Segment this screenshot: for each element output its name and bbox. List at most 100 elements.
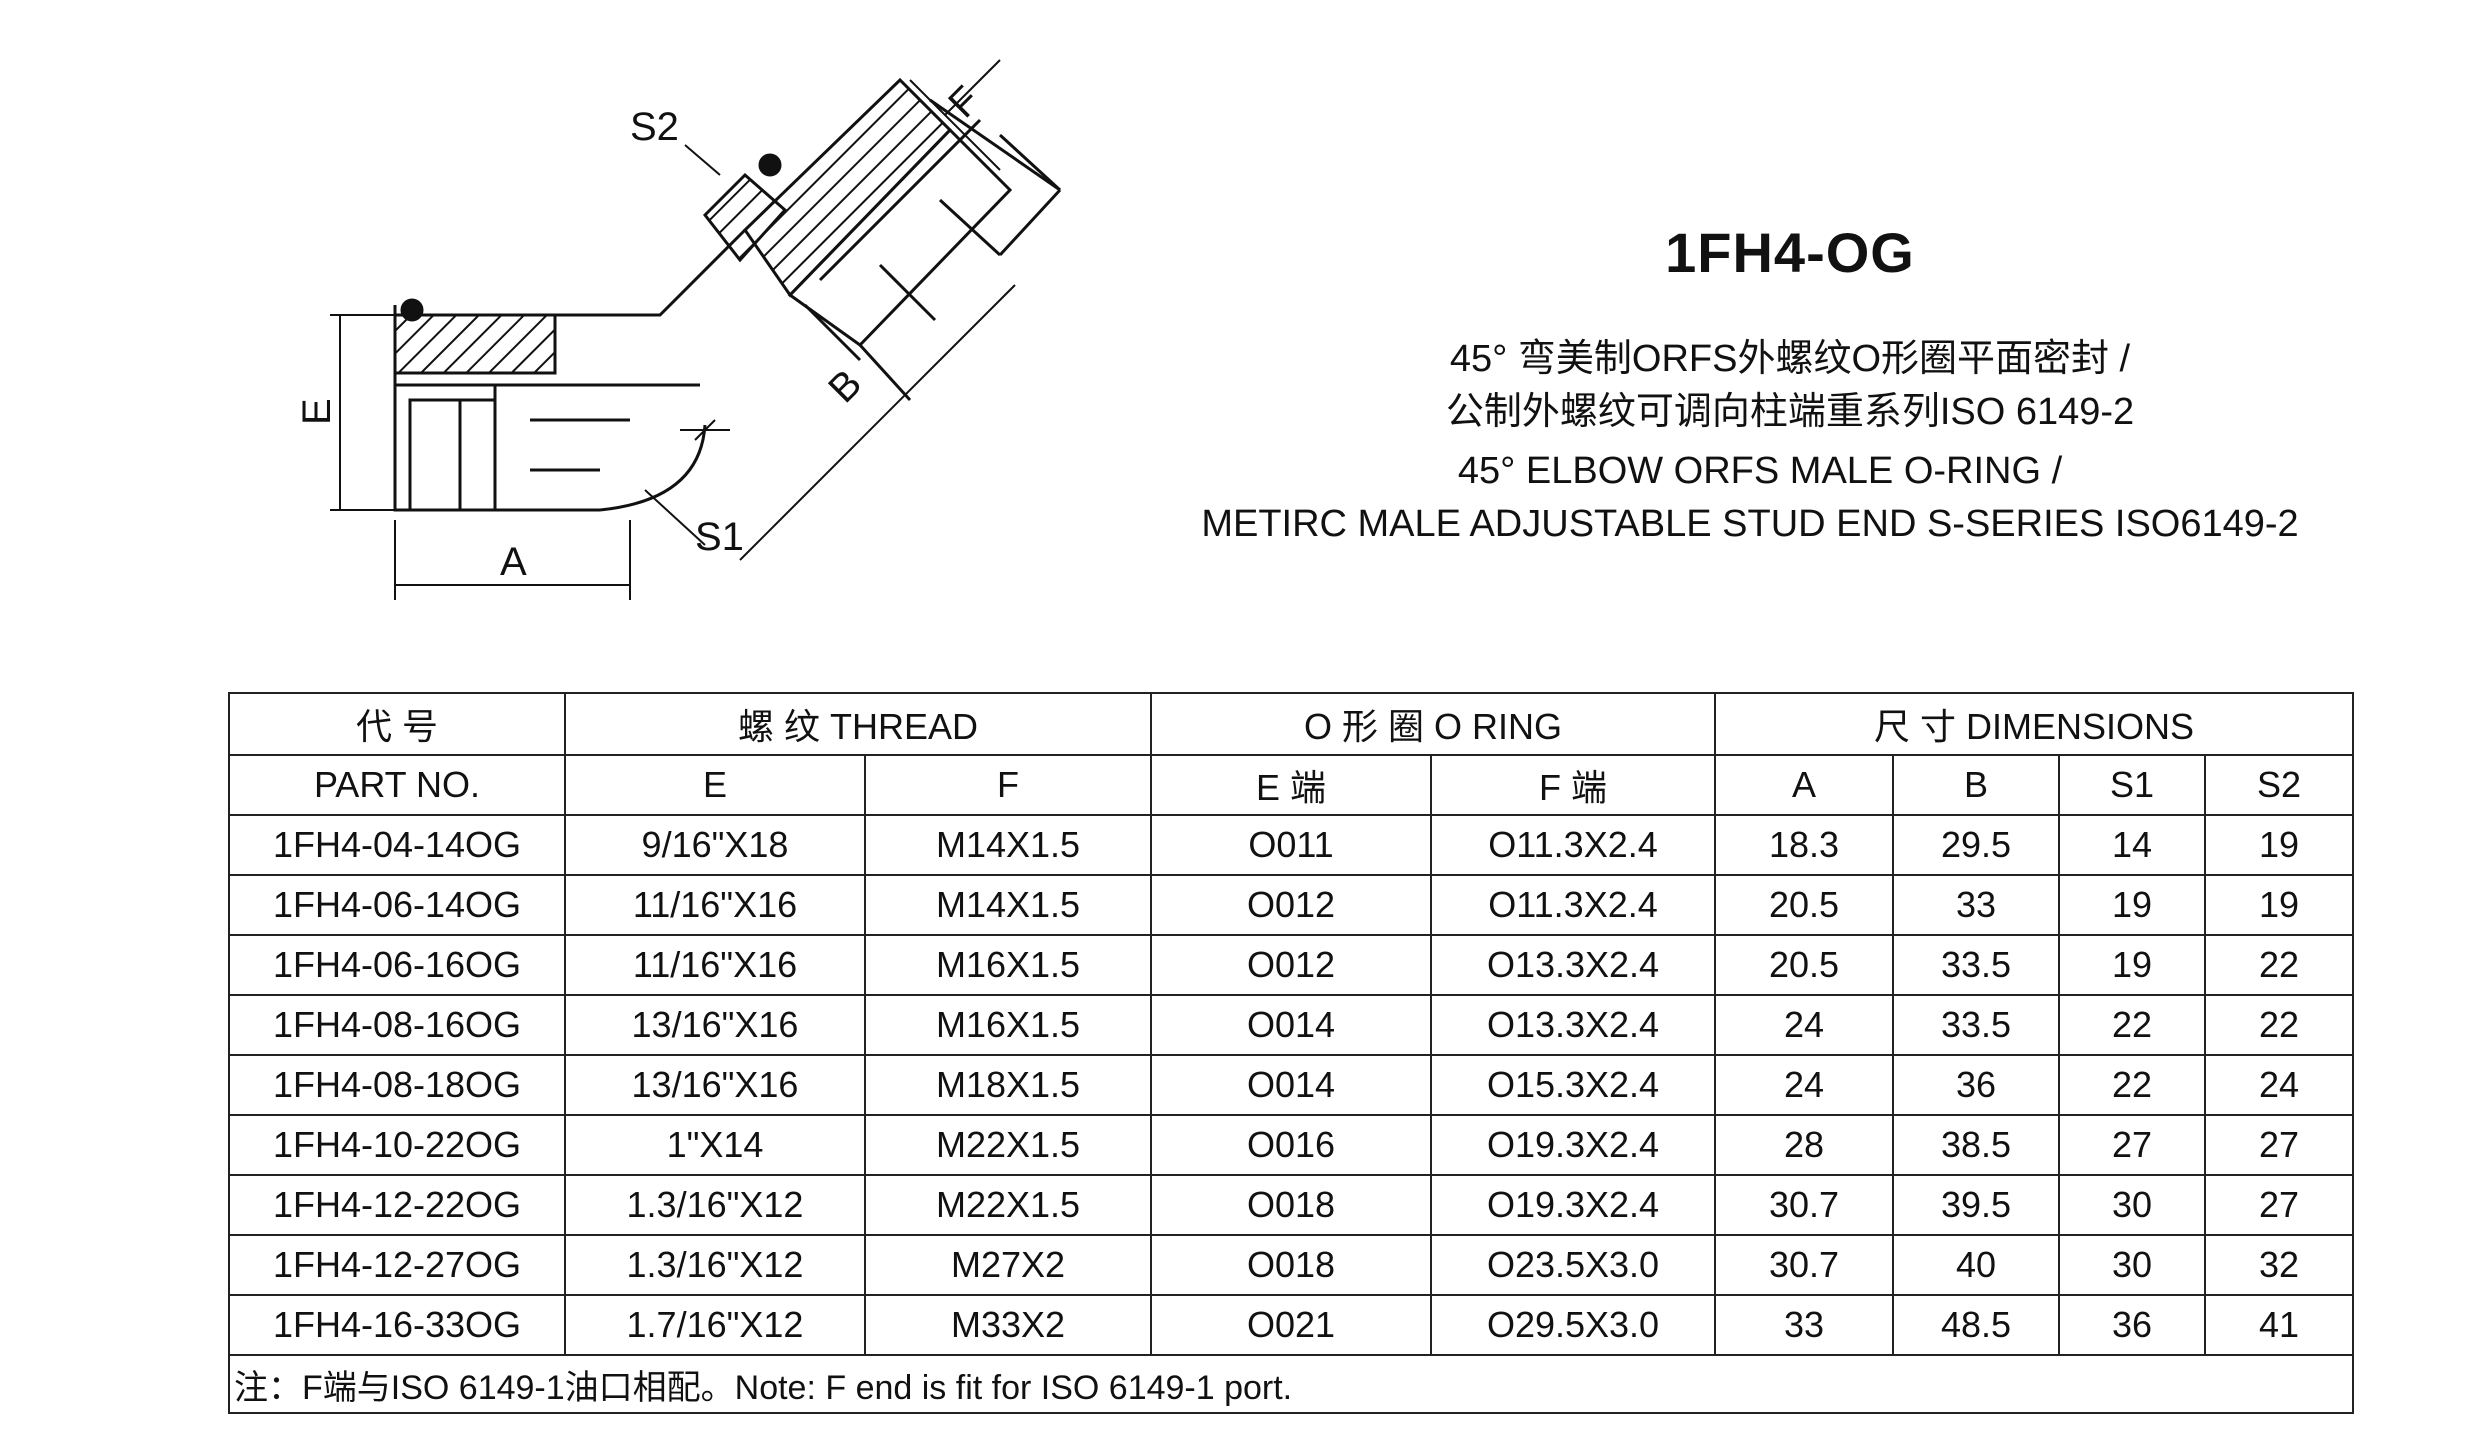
cell-dim-s1: 22 <box>2058 1054 2207 1116</box>
cell-oring-f: O11.3X2.4 <box>1430 874 1717 936</box>
cell-thread-e: 9/16"X18 <box>564 814 866 876</box>
cell-dim-s2: 27 <box>2204 1114 2355 1176</box>
header-part-en: PART NO. <box>228 754 566 816</box>
cell-oring-e: O018 <box>1150 1174 1433 1236</box>
cell-part-no: 1FH4-08-16OG <box>228 994 566 1056</box>
cell-part-no: 1FH4-04-14OG <box>228 814 566 876</box>
table-row: 1FH4-16-33OG 1.7/16"X12 M33X2 O021 O29.5… <box>228 1294 2355 1356</box>
cell-dim-b: 38.5 <box>1892 1114 2061 1176</box>
label-b: B <box>820 361 870 411</box>
cell-thread-f: M16X1.5 <box>863 934 1153 996</box>
label-s1: S1 <box>695 515 744 559</box>
cell-dim-b: 48.5 <box>1892 1294 2061 1356</box>
label-f: F <box>940 78 988 126</box>
cell-dim-b: 33.5 <box>1892 994 2061 1056</box>
subheader-s2: S2 <box>2204 754 2355 816</box>
description-zh-1: 45° 弯美制ORFS外螺纹O形圈平面密封 / <box>1449 338 2131 380</box>
table-note: 注：F端与ISO 6149-1油口相配。Note: F end is fit f… <box>227 1354 2355 1414</box>
cell-part-no: 1FH4-16-33OG <box>228 1294 566 1356</box>
cell-dim-a: 30.7 <box>1714 1234 1895 1296</box>
table-note-row: 注：F端与ISO 6149-1油口相配。Note: F end is fit f… <box>227 1354 2355 1414</box>
table-row: 1FH4-06-16OG 11/16"X16 M16X1.5 O012 O13.… <box>228 934 2355 996</box>
cell-dim-a: 20.5 <box>1714 874 1895 936</box>
product-code: 1FH4-OG <box>1665 221 1915 284</box>
cell-dim-b: 39.5 <box>1892 1174 2061 1236</box>
cell-oring-f: O23.5X3.0 <box>1430 1234 1717 1296</box>
cell-dim-b: 29.5 <box>1892 814 2061 876</box>
cell-dim-s2: 41 <box>2204 1294 2355 1356</box>
cell-dim-s1: 19 <box>2058 874 2207 936</box>
cell-dim-s2: 22 <box>2204 994 2355 1056</box>
cell-oring-f: O19.3X2.4 <box>1430 1174 1717 1236</box>
cell-thread-e: 11/16"X16 <box>564 934 866 996</box>
subheader-b: B <box>1892 754 2061 816</box>
cell-dim-a: 33 <box>1714 1294 1895 1356</box>
cell-thread-f: M16X1.5 <box>863 994 1153 1056</box>
cell-thread-e: 1.3/16"X12 <box>564 1174 866 1236</box>
cell-part-no: 1FH4-06-14OG <box>228 874 566 936</box>
subheader-a: A <box>1714 754 1895 816</box>
header-thread: 螺 纹 THREAD <box>563 692 1153 756</box>
cell-dim-a: 24 <box>1714 994 1895 1056</box>
cell-dim-b: 36 <box>1892 1054 2061 1116</box>
cell-dim-s1: 30 <box>2058 1234 2207 1296</box>
cell-dim-s1: 30 <box>2058 1174 2207 1236</box>
fitting-drawing: S2 F E B S1 A <box>300 59 1062 600</box>
cell-oring-e: O014 <box>1150 1054 1433 1116</box>
cell-dim-s1: 14 <box>2058 814 2207 876</box>
cell-oring-f: O13.3X2.4 <box>1430 934 1717 996</box>
title-block: 1FH4-OG 45° 弯美制ORFS外螺纹O形圈平面密封 / 公制外螺纹可调向… <box>1100 220 2400 551</box>
cell-thread-f: M27X2 <box>863 1234 1153 1296</box>
cell-thread-e: 1"X14 <box>564 1114 866 1176</box>
label-a: A <box>500 540 527 584</box>
cell-part-no: 1FH4-08-18OG <box>228 1054 566 1116</box>
cell-thread-f: M14X1.5 <box>863 814 1153 876</box>
cell-oring-e: O012 <box>1150 874 1433 936</box>
subheader-e: E <box>564 754 866 816</box>
cell-dim-a: 20.5 <box>1714 934 1895 996</box>
subheader-s1: S1 <box>2058 754 2207 816</box>
cell-dim-s2: 19 <box>2204 874 2355 936</box>
cell-oring-f: O29.5X3.0 <box>1430 1294 1717 1356</box>
cell-oring-f: O15.3X2.4 <box>1430 1054 1717 1116</box>
table-row: 1FH4-08-16OG 13/16"X16 M16X1.5 O014 O13.… <box>228 994 2355 1056</box>
cell-dim-s2: 24 <box>2204 1054 2355 1116</box>
cell-dim-s2: 27 <box>2204 1174 2355 1236</box>
cell-dim-s1: 22 <box>2058 994 2207 1056</box>
cell-dim-s1: 19 <box>2058 934 2207 996</box>
table-row: 1FH4-10-22OG 1"X14 M22X1.5 O016 O19.3X2.… <box>228 1114 2355 1176</box>
description-en-2: METIRC MALE ADJUSTABLE STUD END S-SERIES… <box>1201 503 2299 545</box>
header-oring: O 形 圈 O RING <box>1150 692 1717 756</box>
cell-dim-b: 33.5 <box>1892 934 2061 996</box>
subheader-e-end: E 端 <box>1150 754 1433 816</box>
cell-thread-e: 11/16"X16 <box>564 874 866 936</box>
cell-dim-b: 33 <box>1892 874 2061 936</box>
description-zh-2: 公制外螺纹可调向柱端重系列ISO 6149-2 <box>1445 391 2135 433</box>
table-row: 1FH4-08-18OG 13/16"X16 M18X1.5 O014 O15.… <box>228 1054 2355 1116</box>
cell-oring-e: O018 <box>1150 1234 1433 1296</box>
cell-part-no: 1FH4-12-22OG <box>228 1174 566 1236</box>
cell-thread-f: M14X1.5 <box>863 874 1153 936</box>
description-en-1: 45° ELBOW ORFS MALE O-RING / <box>1457 450 2063 492</box>
cell-thread-e: 1.7/16"X12 <box>564 1294 866 1356</box>
cell-part-no: 1FH4-06-16OG <box>228 934 566 996</box>
cell-dim-s2: 19 <box>2204 814 2355 876</box>
cell-part-no: 1FH4-12-27OG <box>228 1234 566 1296</box>
table-row: 1FH4-12-27OG 1.3/16"X12 M27X2 O018 O23.5… <box>228 1234 2355 1296</box>
cell-oring-e: O016 <box>1150 1114 1433 1176</box>
cell-oring-e: O011 <box>1150 814 1433 876</box>
cell-dim-s2: 22 <box>2204 934 2355 996</box>
cell-thread-e: 13/16"X16 <box>564 994 866 1056</box>
table-row: 1FH4-06-14OG 11/16"X16 M14X1.5 O012 O11.… <box>228 874 2355 936</box>
cell-dim-a: 24 <box>1714 1054 1895 1116</box>
cell-dim-s2: 32 <box>2204 1234 2355 1296</box>
cell-oring-f: O11.3X2.4 <box>1430 814 1717 876</box>
cell-dim-s1: 36 <box>2058 1294 2207 1356</box>
cell-thread-f: M22X1.5 <box>863 1174 1153 1236</box>
cell-oring-e: O021 <box>1150 1294 1433 1356</box>
spec-table: 代 号 螺 纹 THREAD O 形 圈 O RING 尺 寸 DIMENSIO… <box>227 692 2355 1414</box>
cell-thread-e: 13/16"X16 <box>564 1054 866 1116</box>
table-row: 1FH4-04-14OG 9/16"X18 M14X1.5 O011 O11.3… <box>228 814 2355 876</box>
cell-thread-f: M33X2 <box>863 1294 1153 1356</box>
cell-oring-e: O014 <box>1150 994 1433 1056</box>
